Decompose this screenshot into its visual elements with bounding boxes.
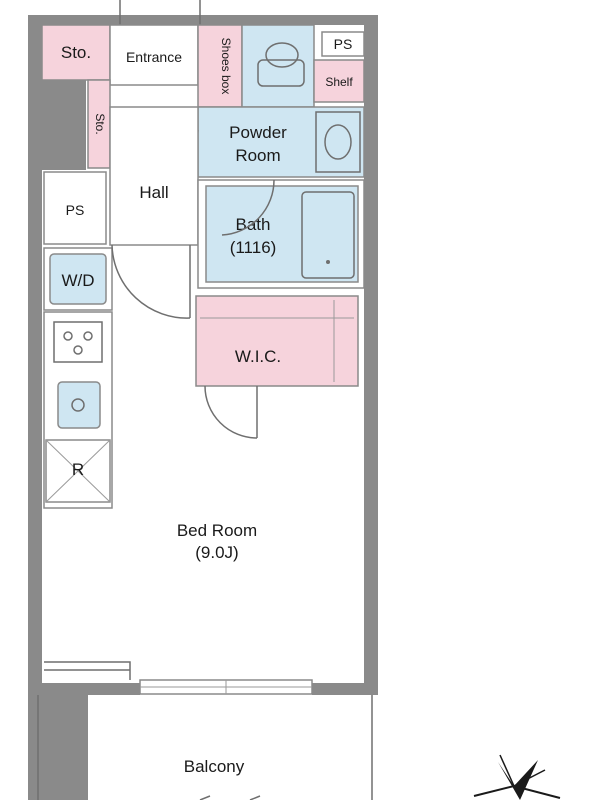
- entrance-door-swing: [119, 0, 201, 25]
- storage-top: [41, 24, 111, 81]
- bathtub-drain-icon: [326, 260, 330, 264]
- pipe-space-left-label: PS: [66, 202, 85, 218]
- entrance-area: [109, 24, 199, 86]
- kitchen-sink: [57, 381, 101, 429]
- shelf-label: Shelf: [325, 75, 353, 89]
- toilet-tank-icon: [257, 59, 305, 87]
- hall-label: Hall: [139, 183, 168, 202]
- balcony-drain-marks: [199, 795, 261, 800]
- bedroom-label-line1: Bed Room: [177, 521, 257, 540]
- balcony-label: Balcony: [184, 757, 245, 776]
- bathtub-icon: [301, 191, 355, 279]
- compass-icon: [473, 754, 561, 800]
- bath-label-line2: (1116): [230, 238, 277, 257]
- walk-in-closet: [195, 295, 359, 387]
- toilet-bowl-icon: [265, 42, 299, 68]
- bedroom-skirting: [44, 661, 131, 680]
- shelf: [313, 59, 365, 103]
- column-bottom-left: [28, 685, 88, 800]
- wall-right: [364, 15, 378, 695]
- entrance-label: Entrance: [126, 49, 182, 65]
- refrigerator-label: R: [72, 460, 84, 479]
- washer-dryer-label: W/D: [61, 271, 94, 290]
- wall-bottom: [28, 683, 140, 695]
- wic-door-swing: [204, 385, 258, 439]
- storage-side-label: Sto.: [93, 113, 107, 134]
- stove-burner-icon: [63, 331, 93, 355]
- column-left: [28, 80, 86, 170]
- bath-door-swing: [221, 179, 275, 236]
- wic-label: W.I.C.: [235, 347, 281, 366]
- washer-dryer: [49, 253, 107, 305]
- wall-bottom-right: [312, 683, 378, 695]
- pipe-space-top: [321, 31, 365, 57]
- powder-room: [197, 106, 365, 178]
- hall-door-swing: [111, 244, 191, 319]
- bedroom-label-line2: (9.0J): [195, 543, 238, 562]
- powder-room-label-line1: Powder: [229, 123, 287, 142]
- powder-room-label-line2: Room: [235, 146, 280, 165]
- wall-left: [28, 15, 42, 685]
- wall-top: [28, 15, 378, 25]
- shoes-box-label: Shoes box: [219, 38, 233, 95]
- kitchen-sink-drain-icon: [71, 398, 85, 412]
- hall: [109, 106, 199, 246]
- stove-frame: [53, 321, 103, 363]
- storage-top-label: Sto.: [61, 43, 91, 62]
- pipe-space-left: [43, 171, 107, 245]
- refrigerator-cross-b: [45, 439, 111, 503]
- sink-counter: [315, 111, 361, 173]
- pipe-space-top-label: PS: [334, 36, 353, 52]
- sink-basin-icon: [324, 124, 352, 160]
